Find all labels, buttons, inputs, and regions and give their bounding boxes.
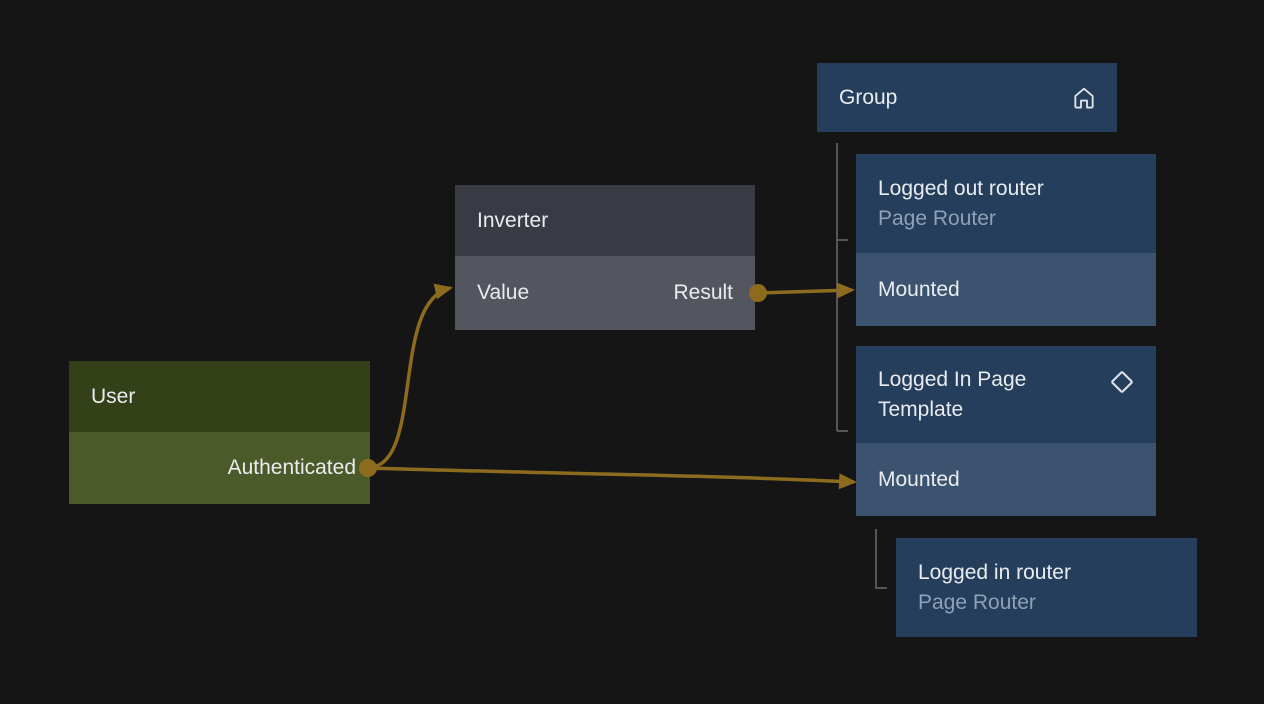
output-port-result-label: Result — [673, 281, 733, 304]
node-group-title: Group — [839, 85, 898, 109]
node-logged-in-page-template[interactable]: Logged In Page Template Mounted — [856, 346, 1156, 516]
node-template-title: Logged In Page Template — [878, 368, 1027, 421]
output-port-dot-result[interactable] — [749, 284, 767, 302]
output-port-authenticated[interactable]: Authenticated — [69, 432, 370, 504]
inverter-port-row[interactable]: Value Result — [455, 256, 755, 330]
input-port-mounted-logged-out[interactable]: Mounted — [856, 253, 1156, 326]
node-logged-out-router-title: Logged out router — [878, 177, 1044, 200]
node-logged-out-router-subtitle: Page Router — [878, 207, 996, 230]
input-port-mounted-logged-out-label: Mounted — [878, 277, 960, 301]
node-template-header: Logged In Page Template — [856, 346, 1156, 443]
wire-result-to-mounted-router[interactable] — [757, 282, 855, 299]
wire-authenticated-to-mounted-template[interactable] — [367, 466, 857, 490]
node-logged-out-router-header: Logged out router Page Router — [856, 154, 1156, 253]
template-child-connector — [875, 529, 887, 589]
group-children-connector — [836, 143, 848, 432]
output-port-authenticated-label: Authenticated — [227, 456, 356, 479]
node-inverter-header: Inverter — [455, 185, 755, 256]
output-port-dot-authenticated[interactable] — [359, 459, 377, 477]
input-port-mounted-template-label: Mounted — [878, 467, 960, 491]
home-icon — [1071, 85, 1097, 111]
node-user-title: User — [91, 384, 136, 408]
input-port-value-label: Value — [477, 281, 530, 304]
node-logged-in-router[interactable]: Logged in router Page Router — [896, 538, 1197, 637]
node-logged-out-router[interactable]: Logged out router Page Router Mounted — [856, 154, 1156, 326]
input-port-mounted-template[interactable]: Mounted — [856, 443, 1156, 516]
node-user[interactable]: User Authenticated — [69, 361, 370, 504]
diamond-icon — [1108, 368, 1136, 396]
node-logged-in-router-header: Logged in router Page Router — [896, 538, 1197, 637]
node-user-header: User — [69, 361, 370, 432]
node-group[interactable]: Group — [817, 63, 1117, 132]
node-logged-in-router-subtitle: Page Router — [918, 591, 1036, 614]
node-inverter[interactable]: Inverter Value Result — [455, 185, 755, 330]
node-group-header: Group — [817, 63, 1117, 132]
wire-authenticated-to-value[interactable] — [367, 283, 453, 470]
node-inverter-title: Inverter — [477, 208, 549, 232]
node-logged-in-router-title: Logged in router — [918, 561, 1071, 584]
